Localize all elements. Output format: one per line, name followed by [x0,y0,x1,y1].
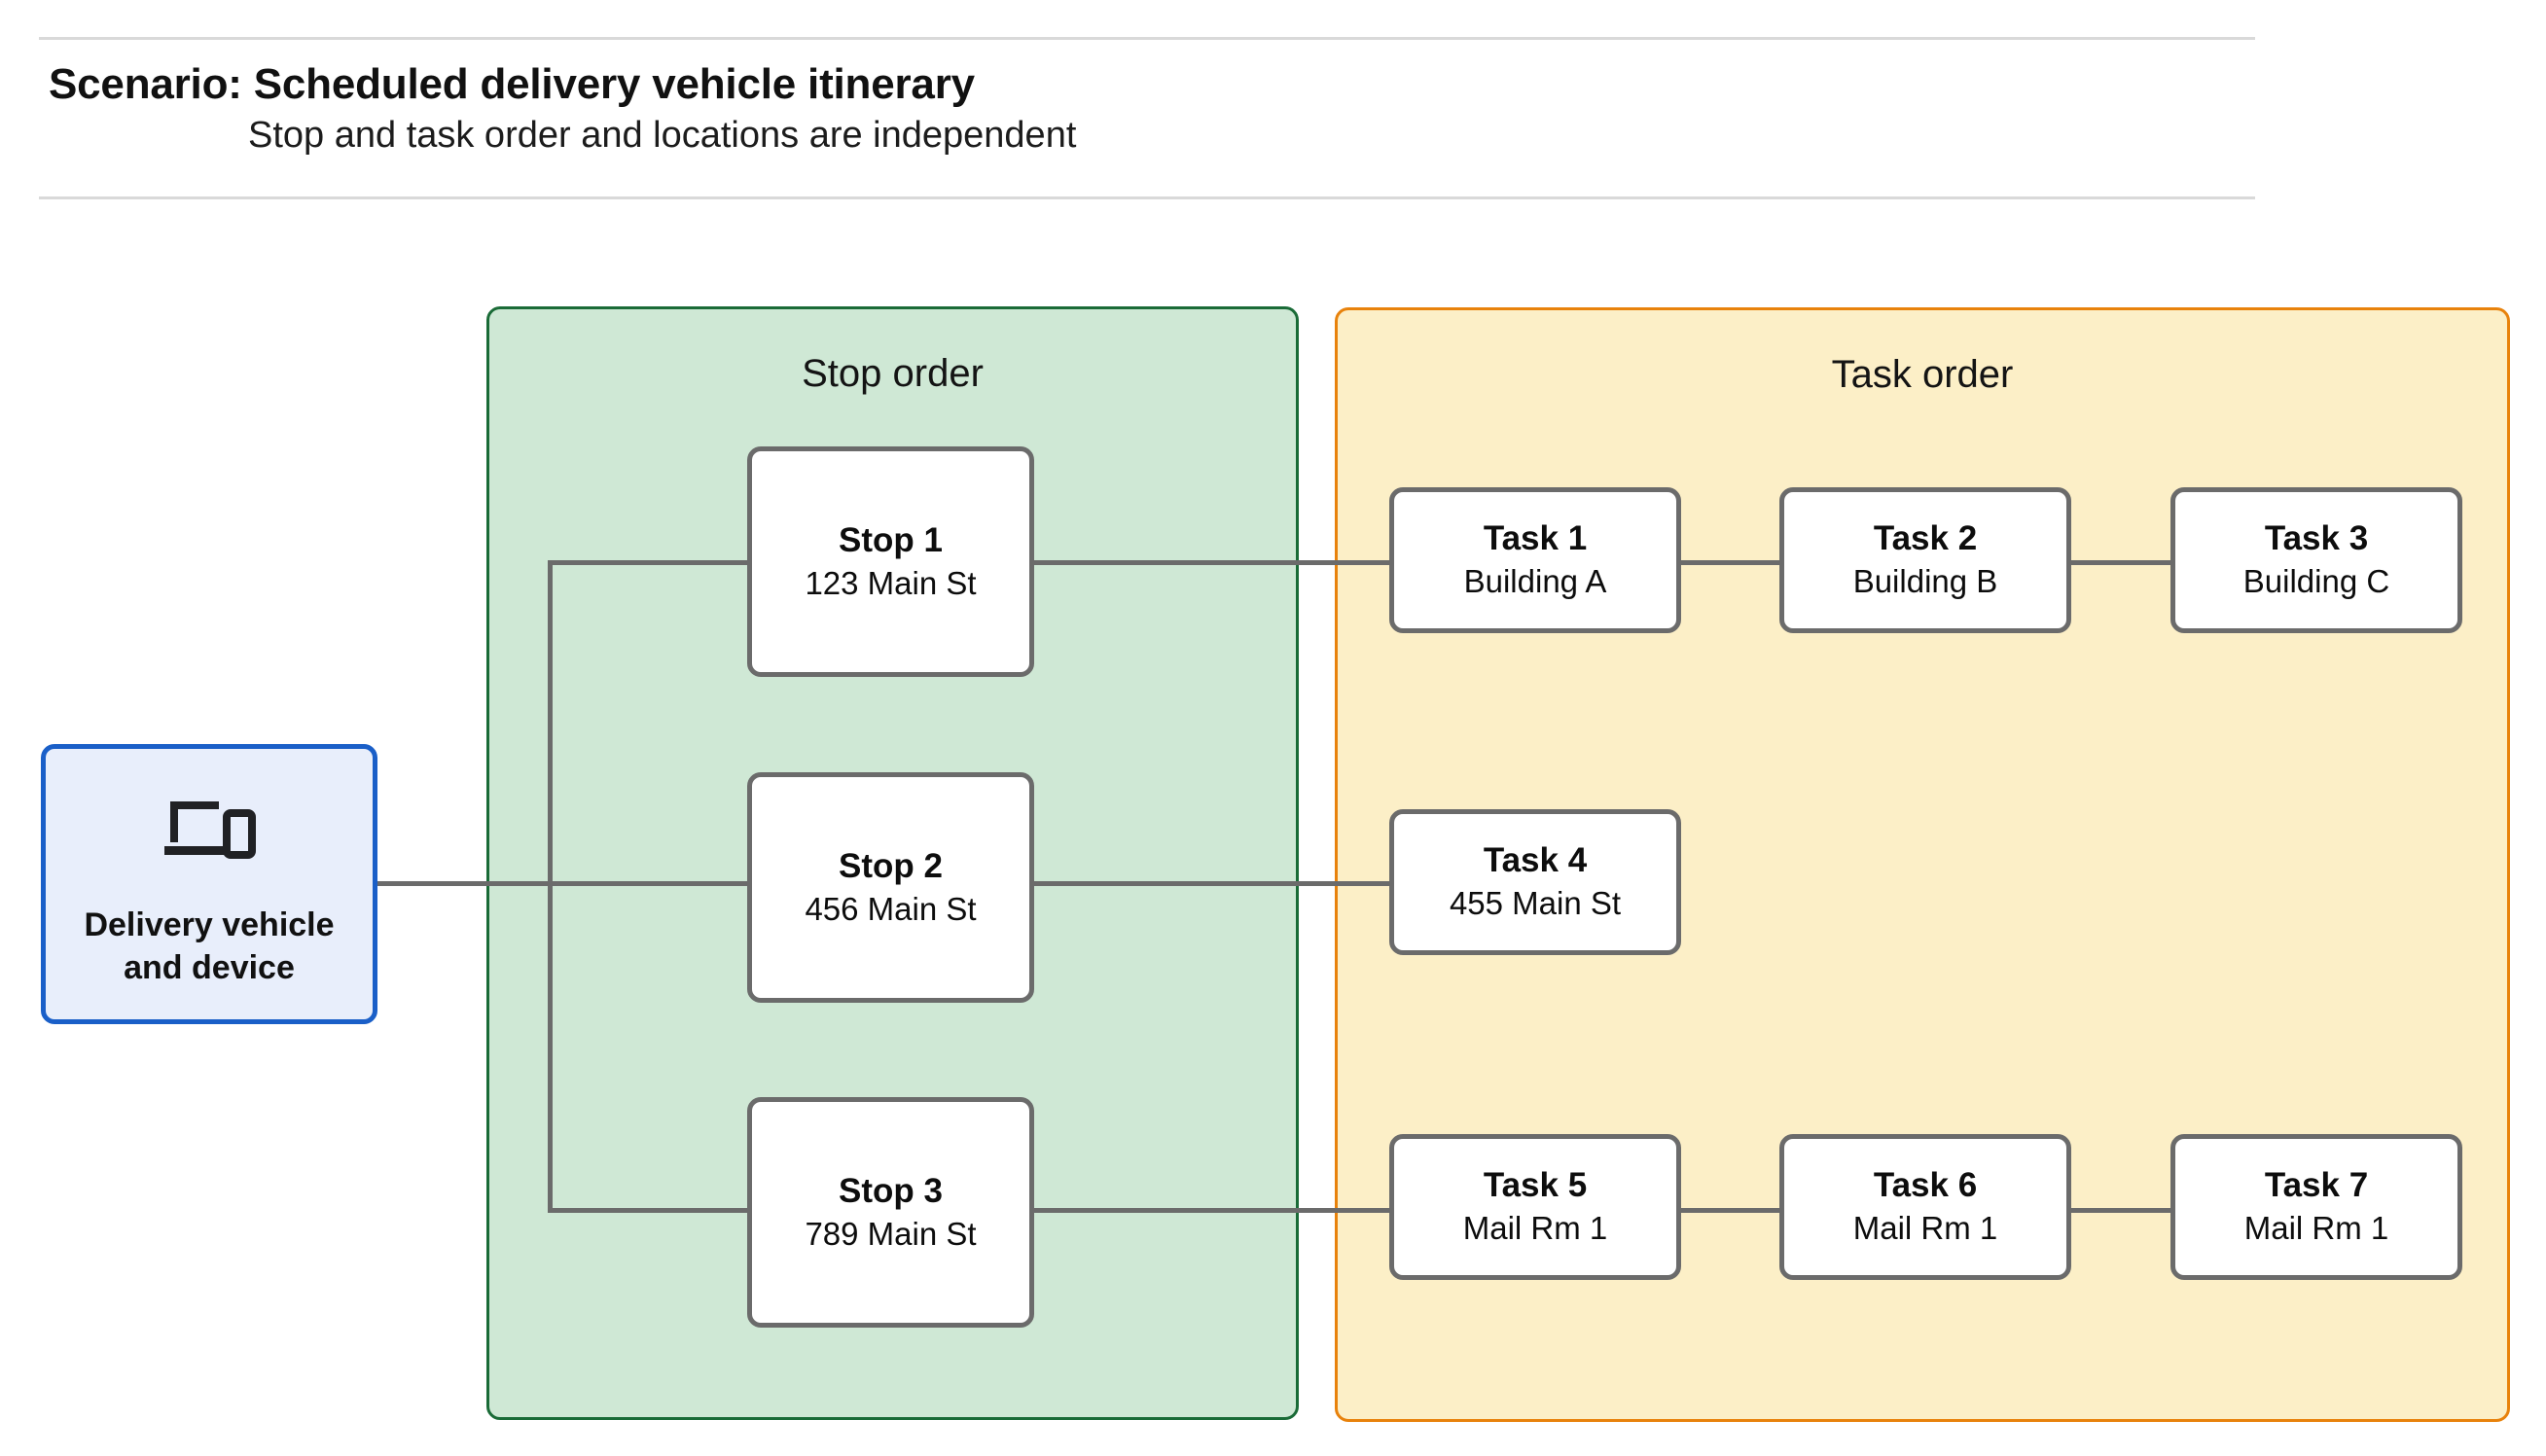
stop-address: 123 Main St [805,564,977,601]
stop-address: 456 Main St [805,890,977,927]
header-divider-top [39,37,2255,40]
stop-title: Stop 2 [839,846,943,885]
task-title: Task 4 [1483,841,1588,880]
task-node[interactable]: Task 2 Building B [1779,487,2071,633]
stop-node[interactable]: Stop 2 456 Main St [747,772,1034,1003]
connector-task-6-to-task-7 [2068,1208,2173,1213]
connector-trunk-to-stop-2 [548,881,750,886]
task-title: Task 3 [2264,519,2369,558]
task-node[interactable]: Task 6 Mail Rm 1 [1779,1134,2071,1280]
task-location: Mail Rm 1 [1852,1210,1998,1247]
task-node[interactable]: Task 4 455 Main St [1389,809,1681,955]
task-location: Building B [1852,563,1998,600]
stop-order-panel-title: Stop order [802,352,984,395]
connector-trunk-vertical [548,560,553,1213]
connector-source-to-trunk [377,881,553,886]
stop-address: 789 Main St [805,1215,977,1252]
connector-stop-2-to-task-4 [1031,881,1392,886]
task-title: Task 6 [1873,1166,1978,1205]
stop-node[interactable]: Stop 3 789 Main St [747,1097,1034,1328]
header-divider-bottom [39,196,2255,199]
task-location: Mail Rm 1 [2243,1210,2389,1247]
task-title: Task 2 [1873,519,1978,558]
task-order-panel-title: Task order [1831,353,2014,396]
page-subtitle: Stop and task order and locations are in… [248,115,1077,156]
task-location: Building C [2242,563,2390,600]
task-node[interactable]: Task 7 Mail Rm 1 [2170,1134,2462,1280]
delivery-vehicle-node[interactable]: Delivery vehicle and device [41,744,377,1024]
task-title: Task 7 [2264,1166,2369,1205]
devices-icon [164,801,256,859]
task-location: Mail Rm 1 [1462,1210,1608,1247]
task-title: Task 5 [1483,1166,1588,1205]
task-title: Task 1 [1483,519,1588,558]
stop-title: Stop 3 [839,1171,943,1210]
stop-node[interactable]: Stop 1 123 Main St [747,446,1034,677]
stop-title: Stop 1 [839,520,943,559]
connector-task-2-to-task-3 [2068,560,2173,565]
task-node[interactable]: Task 1 Building A [1389,487,1681,633]
task-location: Building A [1463,563,1607,600]
connector-trunk-to-stop-1 [548,560,750,565]
connector-stop-1-to-task-1 [1031,560,1392,565]
connector-stop-3-to-task-5 [1031,1208,1392,1213]
page-title: Scenario: Scheduled delivery vehicle iti… [49,60,975,108]
task-node[interactable]: Task 5 Mail Rm 1 [1389,1134,1681,1280]
delivery-vehicle-label: Delivery vehicle and device [84,906,335,986]
connector-trunk-to-stop-3 [548,1208,750,1213]
task-node[interactable]: Task 3 Building C [2170,487,2462,633]
task-location: 455 Main St [1449,885,1622,922]
connector-task-1-to-task-2 [1678,560,1782,565]
connector-task-5-to-task-6 [1678,1208,1782,1213]
